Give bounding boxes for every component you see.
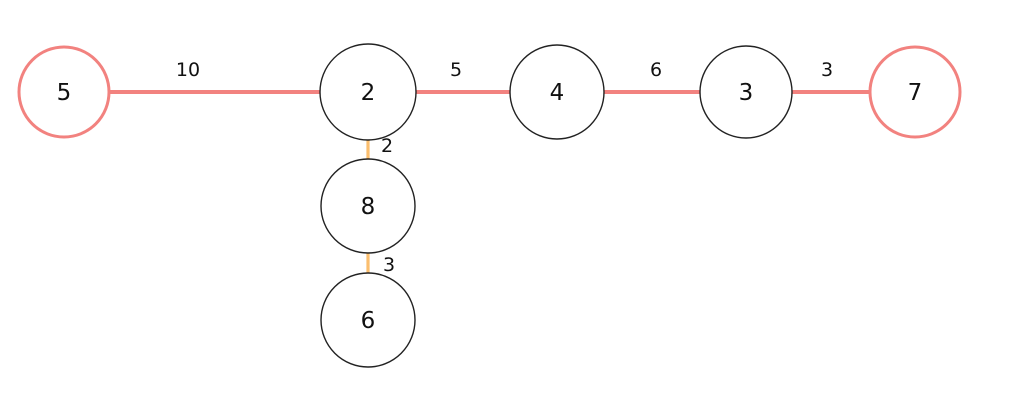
node-label: 4 — [550, 80, 565, 106]
node-circle[interactable] — [319, 43, 417, 141]
edge-weight-label: 2 — [381, 135, 393, 157]
node-circle[interactable] — [320, 272, 416, 368]
graph-node[interactable]: 3 — [699, 45, 793, 139]
edge-weight-label: 3 — [821, 59, 833, 81]
node-label: 8 — [361, 194, 376, 220]
edges-layer — [110, 90, 870, 273]
node-circle[interactable] — [699, 45, 793, 139]
graph-node[interactable]: 4 — [509, 44, 605, 140]
node-label: 5 — [57, 80, 72, 106]
node-label: 2 — [361, 80, 376, 106]
nodes-layer: 5 2 4 3 7 8 6 — [17, 43, 962, 368]
node-circle[interactable] — [509, 44, 605, 140]
edge-weight-label: 3 — [383, 254, 395, 276]
graph-node[interactable]: 6 — [320, 272, 416, 368]
node-label: 3 — [739, 80, 754, 106]
graph-node[interactable]: 2 — [319, 43, 417, 141]
graph-node[interactable]: 8 — [320, 158, 416, 254]
node-label: 6 — [361, 308, 376, 334]
edge-labels-layer: 10 5 6 3 2 3 — [176, 59, 833, 276]
edge-weight-label: 5 — [450, 59, 462, 81]
edge-weight-label: 10 — [176, 59, 200, 81]
node-circle-highlighted[interactable] — [17, 45, 111, 139]
graph-node[interactable]: 5 — [17, 45, 111, 139]
node-circle[interactable] — [320, 158, 416, 254]
graph-node[interactable]: 7 — [868, 45, 962, 139]
node-label: 7 — [908, 80, 923, 106]
node-circle-highlighted[interactable] — [868, 45, 962, 139]
edge-weight-label: 6 — [650, 59, 662, 81]
